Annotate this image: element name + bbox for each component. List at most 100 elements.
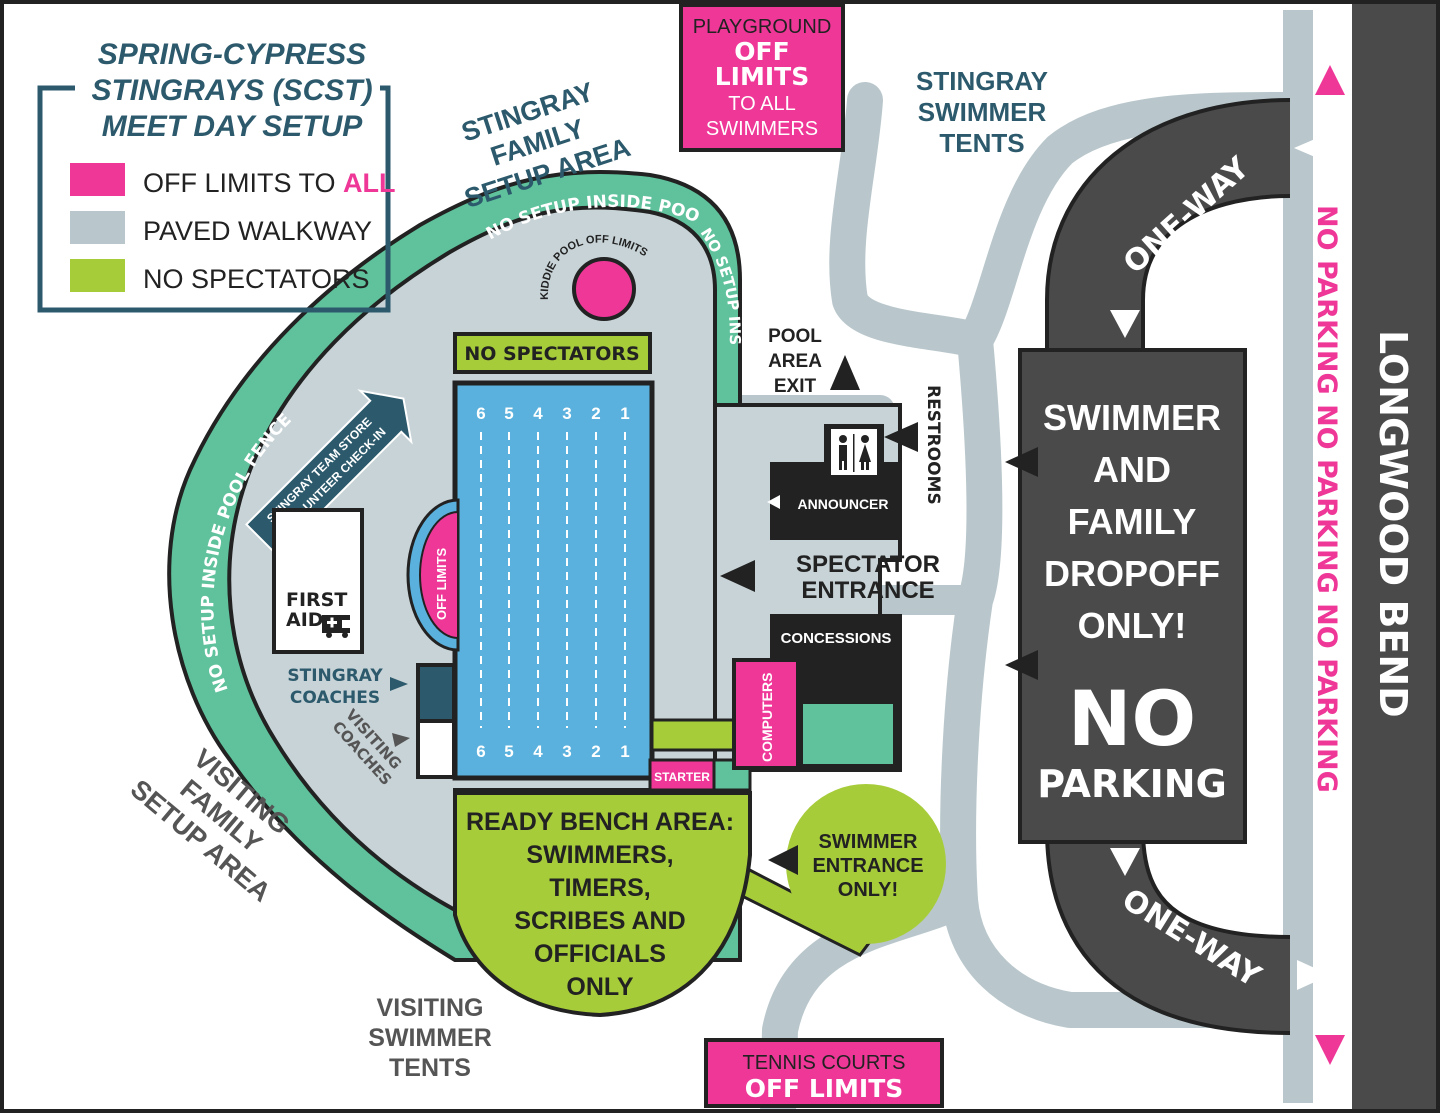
no-parking-big-line2: PARKING [1037, 762, 1227, 806]
first-aid-line1: FIRST [286, 589, 347, 611]
playground-line5: SWIMMERS [706, 118, 818, 140]
legend-item-1: OFF LIMITS TO ALL [143, 168, 396, 198]
lane-number: 5 [504, 404, 513, 423]
dropoff-arrow-2 [1005, 650, 1038, 680]
no-spectators-label: NO SPECTATORS [464, 343, 639, 365]
lane-number: 1 [620, 404, 629, 423]
playground-line3: LIMITS [715, 62, 809, 91]
svg-text:ONLY!: ONLY! [1078, 605, 1187, 646]
swimmer-entrance-arrow [768, 845, 798, 875]
restrooms-arrow [884, 422, 918, 452]
pool-exit-arrow [830, 355, 860, 390]
svg-text:SWIMMER: SWIMMER [918, 97, 1047, 127]
playground-box [679, 3, 845, 152]
competition-pool [452, 380, 655, 781]
dropoff-arrow-1 [1005, 447, 1038, 477]
svg-text:SCRIBES AND: SCRIBES AND [514, 907, 685, 935]
legend-item-2: PAVED WALKWAY [143, 216, 372, 246]
concessions-teal-area [801, 702, 895, 766]
svg-text:AND: AND [1093, 449, 1171, 490]
svg-text:SWIMMER: SWIMMER [1043, 397, 1221, 438]
visiting-coaches-arrow [392, 733, 410, 747]
svg-text:AREA: AREA [768, 351, 822, 372]
starter-box [648, 758, 716, 792]
legend-swatch-lime [70, 259, 125, 292]
one-way-arrow-top [1294, 133, 1329, 163]
no-parking-strip-label: NO PARKING NO PARKING NO PARKING [1311, 205, 1342, 793]
svg-text:ONLY!: ONLY! [838, 879, 898, 901]
computers-label: COMPUTERS [759, 673, 775, 762]
svg-text:TIMERS,: TIMERS, [549, 874, 650, 902]
lane-number: 6 [476, 404, 485, 423]
computers-box [732, 658, 800, 770]
longwood-bend-road [1352, 0, 1440, 1113]
dropoff-area [1018, 348, 1247, 844]
svg-text:STINGRAY: STINGRAY [916, 66, 1048, 96]
first-aid-line2: AID [286, 609, 324, 631]
swimmer-entrance-label: SWIMMER ENTRANCE ONLY! [812, 831, 923, 901]
tennis-line1: TENNIS COURTS [743, 1052, 906, 1074]
svg-text:READY BENCH AREA:: READY BENCH AREA: [466, 808, 734, 836]
legend-swatch-walkway [70, 211, 125, 244]
one-way-arrow-down-2 [1110, 848, 1140, 876]
legend-title: SPRING-CYPRESS STINGRAYS (SCST) MEET DAY… [91, 38, 372, 143]
ready-bench-area [453, 791, 752, 1018]
visiting-coaches-box [416, 719, 456, 779]
spectator-entrance-label: SPECTATOR ENTRANCE [796, 551, 940, 604]
svg-text:DROPOFF: DROPOFF [1044, 553, 1220, 594]
svg-text:ENTRANCE: ENTRANCE [801, 577, 934, 604]
svg-text:SPRING-CYPRESS: SPRING-CYPRESS [98, 38, 366, 71]
announcer-arrow [767, 495, 780, 509]
stingray-coaches-line2: COACHES [290, 688, 380, 708]
strip-arrow-down [1315, 1035, 1345, 1065]
ambulance-icon [322, 615, 350, 638]
lane-number: 4 [533, 404, 543, 423]
svg-text:MEET DAY SETUP: MEET DAY SETUP [102, 110, 364, 143]
visiting-tents-label: VISITING SWIMMER TENTS [368, 994, 492, 1082]
kiddie-pool [572, 257, 636, 321]
lane-lines [480, 432, 626, 728]
playground-line1: PLAYGROUND [693, 16, 832, 38]
svg-text:SPECTATOR: SPECTATOR [796, 551, 940, 578]
svg-text:FAMILY: FAMILY [1068, 501, 1197, 542]
stingray-tents-label: STINGRAY SWIMMER TENTS [916, 66, 1048, 158]
one-way-arrow-bottom [1297, 960, 1330, 990]
road-label: LONGWOOD BEND [1371, 330, 1415, 718]
lane-number: 2 [591, 404, 600, 423]
off-limits-label: OFF LIMITS [434, 547, 449, 620]
no-parking-big-line1: NO [1068, 674, 1196, 763]
svg-text:TENTS: TENTS [939, 128, 1024, 158]
pool-exit-label: POOL AREA EXIT [768, 326, 822, 397]
lane-number: 6 [476, 742, 485, 761]
swimmer-entrance-zone [786, 784, 946, 944]
svg-text:SWIMMER: SWIMMER [368, 1024, 492, 1052]
strip-arrow-up [1315, 65, 1345, 95]
lane-number: 1 [620, 742, 629, 761]
lane-number: 2 [591, 742, 600, 761]
concessions-label: CONCESSIONS [781, 630, 892, 647]
svg-text:ONLY: ONLY [566, 973, 633, 1001]
legend: SPRING-CYPRESS STINGRAYS (SCST) MEET DAY… [37, 38, 396, 313]
lane-number: 5 [504, 742, 513, 761]
svg-text:POOL: POOL [768, 326, 822, 347]
svg-text:ENTRANCE: ENTRANCE [812, 855, 923, 877]
lane-number: 4 [533, 742, 543, 761]
svg-text:OFFICIALS: OFFICIALS [534, 940, 666, 968]
tennis-courts-box [704, 1038, 944, 1108]
announcer-label: ANNOUNCER [798, 496, 889, 512]
starter-label: STARTER [654, 770, 710, 784]
playground-line2: OFF [734, 37, 789, 66]
stingray-coaches-arrow [390, 677, 408, 691]
ready-bench-text: READY BENCH AREA: SWIMMERS, TIMERS, SCRI… [466, 808, 734, 1001]
restroom-figures-icon [839, 434, 871, 472]
svg-text:SWIMMERS,: SWIMMERS, [526, 841, 673, 869]
off-limits-area [419, 510, 459, 640]
svg-text:EXIT: EXIT [774, 376, 817, 397]
svg-text:SWIMMER: SWIMMER [819, 831, 918, 853]
svg-text:STINGRAYS (SCST): STINGRAYS (SCST) [91, 74, 372, 107]
legend-item-3: NO SPECTATORS [143, 264, 370, 294]
stingray-coaches-line1: STINGRAY [287, 666, 383, 686]
